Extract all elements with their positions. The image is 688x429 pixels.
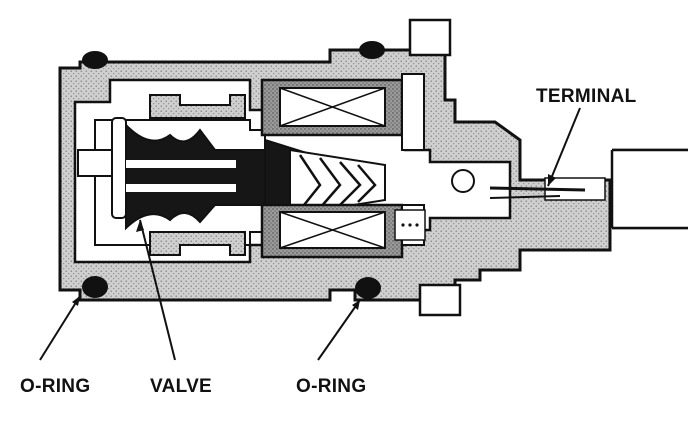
solenoid-coil-top [260,78,404,137]
core-and-armature [394,73,475,246]
leader-lines [39,107,581,361]
label-o-ring-right: O-RING [296,376,366,397]
solenoid-coil-bottom [260,203,404,259]
label-valve: VALVE [150,376,212,397]
label-terminal: TERMINAL [536,86,637,107]
mounting-tabs [408,18,462,317]
terminal-pin [489,148,688,230]
plunger-and-spring [264,138,386,222]
label-o-ring-left: O-RING [20,376,90,397]
o-ring-seals [82,41,385,299]
